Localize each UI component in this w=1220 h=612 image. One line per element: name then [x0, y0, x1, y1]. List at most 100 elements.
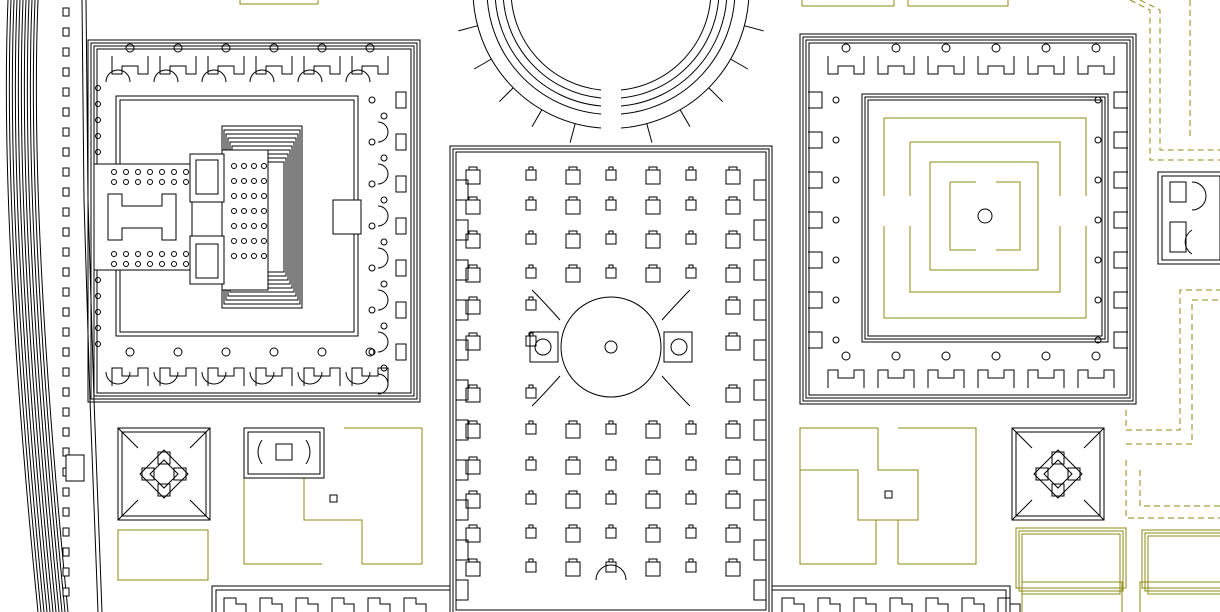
river-contour: [14, 0, 48, 612]
column: [269, 347, 279, 357]
pier: [725, 384, 741, 403]
hall-wall: [455, 151, 767, 611]
radial-buttress: [531, 109, 543, 128]
buttress: [62, 107, 70, 117]
court-wall: [802, 36, 1134, 402]
cloister-niche: [207, 367, 245, 386]
column: [368, 348, 376, 356]
arcade-bay: [925, 597, 949, 612]
column: [317, 43, 327, 53]
pier: [645, 456, 661, 475]
pier: [725, 332, 741, 351]
radial-buttress: [498, 87, 514, 103]
buttress: [62, 47, 70, 57]
apse: [297, 69, 323, 83]
cloister-niche: [111, 56, 149, 75]
pylon: [189, 153, 225, 203]
cloister-niche: [808, 211, 823, 229]
dashed-path: [1126, 299, 1220, 445]
cloister-niche: [395, 175, 407, 193]
column: [368, 96, 376, 104]
pier: [525, 456, 537, 471]
column: [111, 169, 117, 175]
buttress: [62, 567, 70, 577]
knot-border: [1015, 431, 1101, 517]
seating-tier: [502, 0, 602, 99]
pier: [645, 196, 661, 215]
dome-wall: [531, 289, 691, 407]
column: [261, 238, 267, 244]
cloister-niche: [351, 56, 389, 75]
annex-room: [1169, 221, 1193, 255]
seating-tier: [620, 0, 750, 129]
cloister-niche: [159, 56, 197, 75]
arcade-bay: [331, 597, 355, 612]
arcade-wall: [215, 589, 1007, 612]
column: [261, 178, 267, 184]
wall-niche: [456, 419, 469, 441]
pier: [525, 264, 537, 279]
plot-outline: [1147, 535, 1220, 595]
cloister-niche: [927, 56, 965, 75]
knot-lozenge: [139, 449, 189, 499]
garden-plots: [117, 0, 1220, 612]
knot-border: [121, 431, 207, 517]
pier: [465, 384, 481, 403]
knot-garden-left: [117, 427, 211, 521]
wall-niche: [753, 219, 766, 241]
inner-court-wall: [864, 96, 1106, 340]
column: [95, 341, 101, 347]
column: [832, 296, 840, 304]
sanctuary: [107, 193, 177, 241]
column: [317, 347, 327, 357]
column: [991, 43, 1001, 53]
apse: [153, 69, 179, 83]
buttress: [62, 167, 70, 177]
pier: [605, 264, 617, 279]
pier: [565, 196, 581, 215]
column: [261, 163, 267, 169]
radial-buttress: [569, 123, 576, 143]
buttress: [62, 587, 70, 597]
pier: [725, 420, 741, 439]
knot-border: [1011, 427, 1105, 521]
river-contour: [32, 0, 66, 612]
wall-niche: [753, 379, 766, 401]
column: [241, 223, 247, 229]
radial-buttress: [458, 25, 478, 32]
wall-niche: [753, 539, 766, 561]
apse: [345, 371, 371, 385]
wall-niche: [753, 499, 766, 521]
column: [1094, 136, 1102, 144]
buttress: [62, 527, 70, 537]
column: [991, 351, 1001, 361]
cloister-niche: [877, 369, 915, 388]
pavilion-wall: [247, 431, 321, 475]
arcade-bay: [295, 597, 319, 612]
cloister-niche: [808, 291, 823, 309]
arcade-bay: [961, 597, 985, 612]
seating-tier: [472, 0, 602, 129]
buttress: [62, 87, 70, 97]
radial-buttress: [473, 58, 492, 70]
arcade-bay: [403, 597, 427, 612]
apse: [345, 69, 371, 83]
column: [231, 238, 237, 244]
river-contour: [5, 0, 39, 612]
plot-outline: [799, 427, 977, 565]
column: [251, 163, 257, 169]
column: [125, 43, 135, 53]
column: [183, 179, 189, 185]
pier: [525, 420, 537, 435]
river-gate: [65, 454, 85, 482]
plot-outline: [1141, 529, 1220, 589]
cloister-niche: [808, 171, 823, 189]
pier: [565, 558, 581, 577]
knot-border: [117, 427, 211, 521]
pier: [645, 524, 661, 543]
column: [147, 261, 153, 267]
plot-outline: [799, 427, 919, 521]
column: [261, 208, 267, 214]
plot-outline: [1144, 532, 1220, 592]
plot-outline: [1139, 581, 1220, 612]
